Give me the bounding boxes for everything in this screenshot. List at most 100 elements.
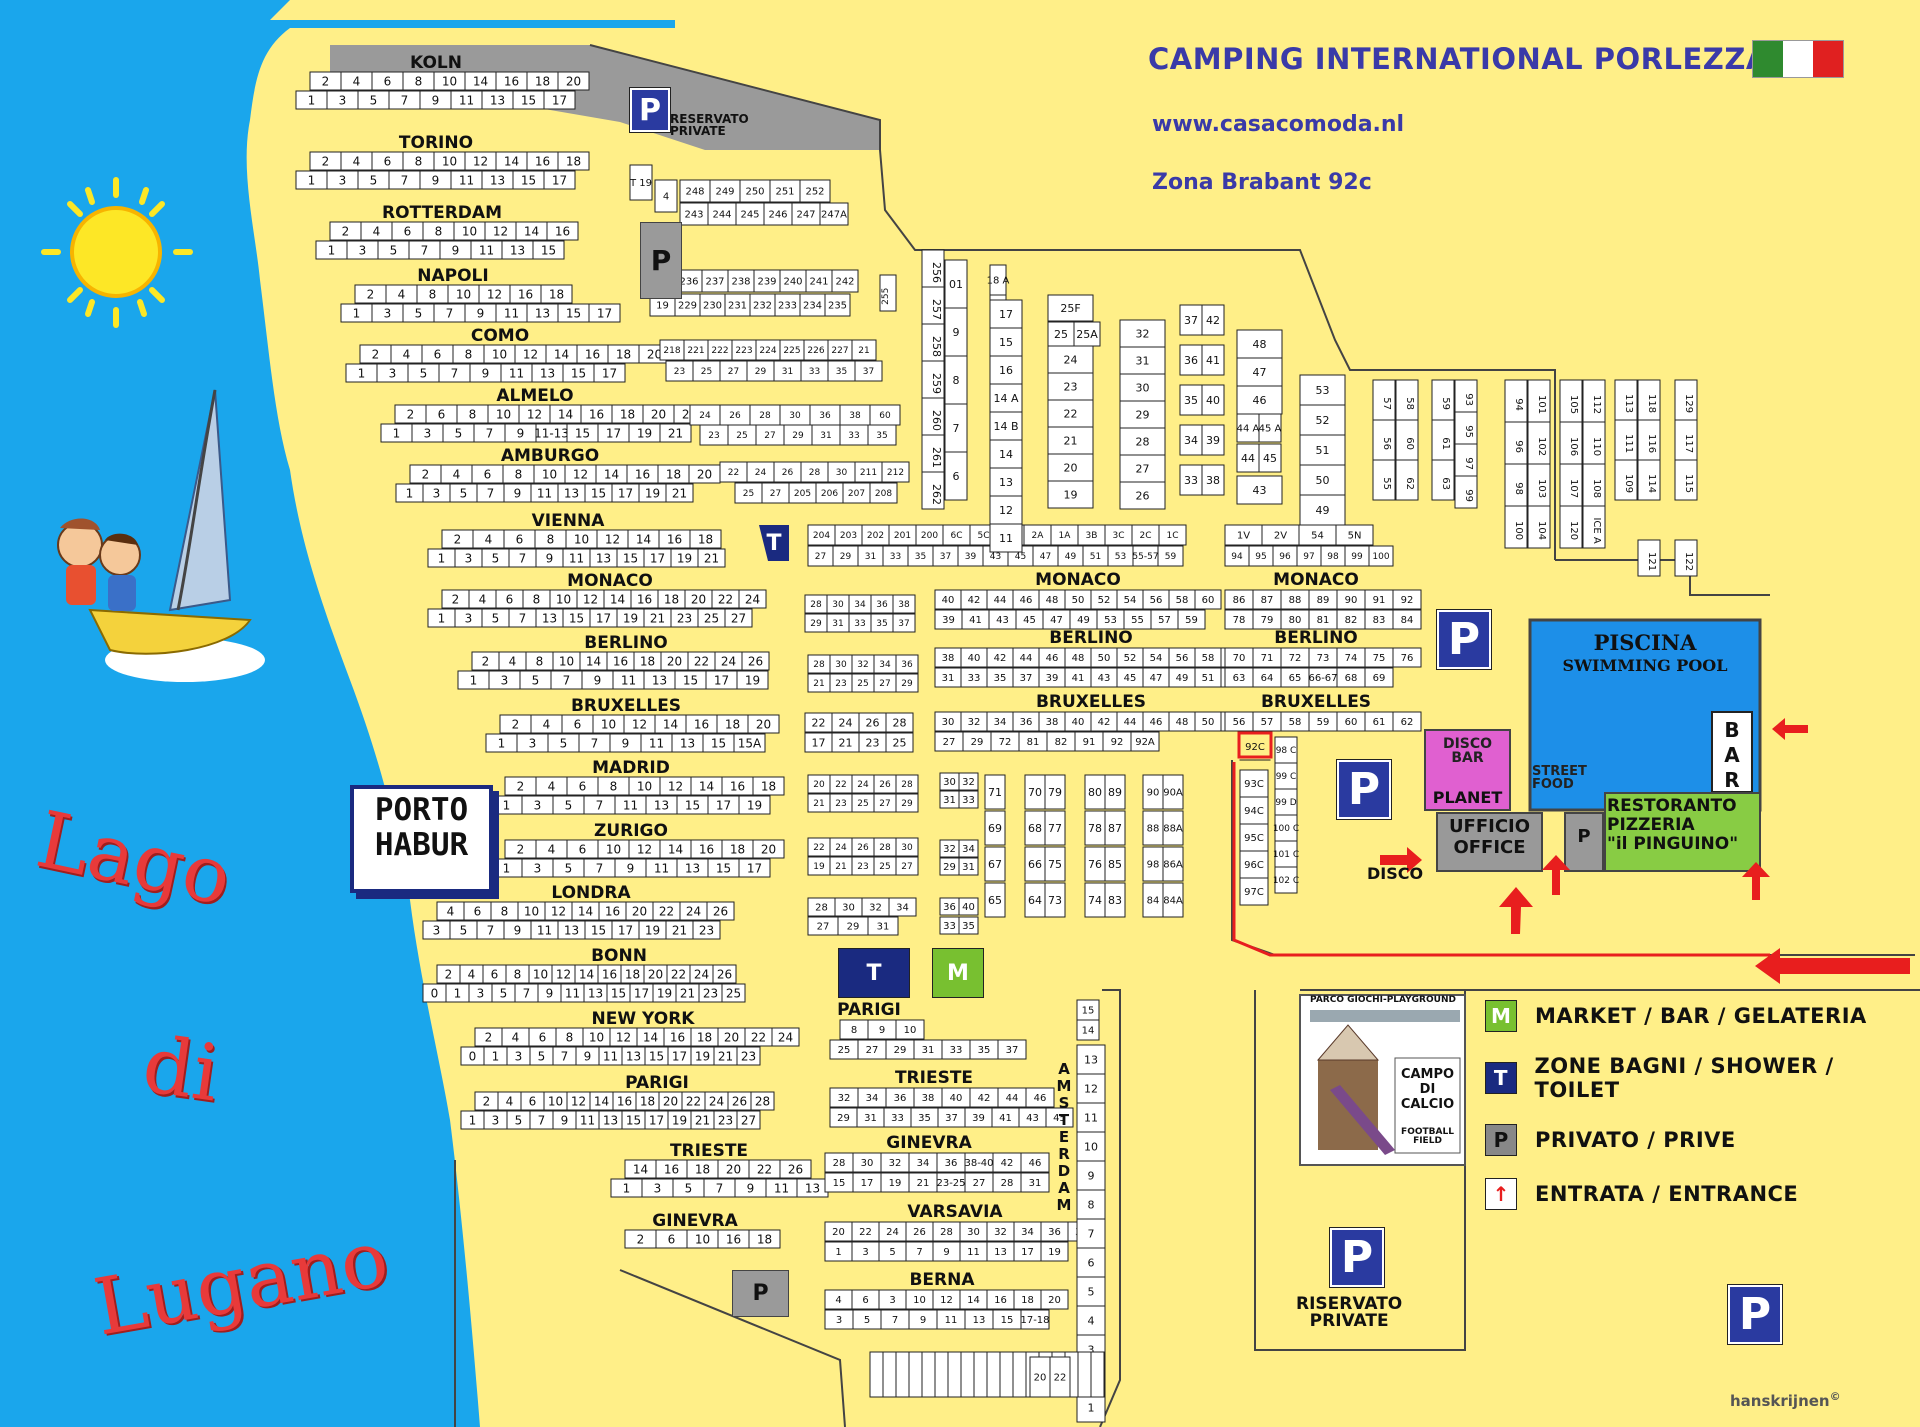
pitch-koln-cell[interactable]: [543, 90, 576, 110]
pitch-amburgo-cell[interactable]: [665, 483, 694, 503]
pitch-col-cell[interactable]: [1236, 475, 1283, 505]
pitch-north-cell[interactable]: [824, 293, 851, 317]
pitch-col-cell[interactable]: [1119, 373, 1166, 402]
pitch-berna-cell[interactable]: [1020, 1309, 1050, 1330]
pitch-col-cell[interactable]: [1299, 374, 1346, 406]
pitch-berna-strip[interactable]: [960, 1351, 975, 1398]
pitch-trieste-cell[interactable]: [1045, 1107, 1074, 1128]
pitch-monaco-cell[interactable]: [738, 589, 767, 609]
pitch-col-cell[interactable]: [1674, 459, 1698, 501]
pitch-col-cell[interactable]: [1201, 384, 1225, 416]
pitch-londra-cell[interactable]: [706, 901, 735, 921]
pitch-madrid-cell[interactable]: [738, 795, 771, 815]
pitch-bonn-cell[interactable]: [712, 964, 737, 984]
pitch-col-cell[interactable]: [989, 411, 1023, 441]
pitch-berna-strip[interactable]: [1090, 1351, 1105, 1398]
pitch-napoli-cell[interactable]: [588, 303, 621, 323]
pitch-berna-strip[interactable]: [934, 1351, 949, 1398]
pitch-col-cell[interactable]: [1299, 434, 1346, 466]
pitch-berlino-cell[interactable]: [736, 670, 769, 690]
pitch-varsavia-cell[interactable]: [1040, 1241, 1069, 1262]
pitch-berna-strip[interactable]: [973, 1351, 988, 1398]
pitch-berna-strip[interactable]: [895, 1351, 910, 1398]
pitch-ginevra-cell[interactable]: [748, 1229, 781, 1249]
pitch-rotterdam-cell[interactable]: [532, 240, 565, 260]
pitch-bruxelles-cell[interactable]: [747, 714, 780, 734]
pitch-zurigo-cell[interactable]: [738, 858, 771, 878]
pitch-berna-cell[interactable]: [1040, 1289, 1069, 1310]
pitch-north-cell[interactable]: [869, 482, 898, 504]
pitch-como-cell[interactable]: [593, 363, 626, 383]
pitch-north-cell[interactable]: [881, 461, 910, 483]
website-link[interactable]: www.casacomoda.nl: [1152, 112, 1405, 137]
pitch-col-cell[interactable]: [989, 495, 1023, 525]
pitch-east-cell[interactable]: [1335, 524, 1374, 546]
pitch-ginevra-cell[interactable]: [1020, 1172, 1050, 1193]
pitch-col-cell[interactable]: [1504, 505, 1528, 549]
pitch-parigi-cell[interactable]: [895, 1019, 925, 1040]
pitch-berna-strip[interactable]: [999, 1351, 1014, 1398]
pitch-berlino-cell[interactable]: [1364, 667, 1394, 688]
pitch-col-cell[interactable]: [989, 327, 1023, 357]
pitch-berna-strip[interactable]: [1012, 1351, 1027, 1398]
pitch-monaco-cell[interactable]: [1194, 589, 1222, 610]
pitch-col-cell[interactable]: [1637, 539, 1661, 577]
pitch-zurigo-cell[interactable]: [752, 839, 785, 859]
pitch-col-cell[interactable]: [1582, 505, 1606, 549]
pitch-col-cell[interactable]: [1119, 400, 1166, 429]
pitch-col-cell[interactable]: [1047, 426, 1094, 455]
pitch-col-cell[interactable]: [989, 383, 1023, 413]
pitch-col-cell[interactable]: [1047, 345, 1094, 374]
pitch-col-cell[interactable]: [1047, 294, 1094, 322]
pitch-ginevra-cell[interactable]: [1020, 1152, 1050, 1173]
pitch-col-cell[interactable]: [1637, 459, 1661, 501]
pitch-berna-strip[interactable]: [1077, 1351, 1092, 1398]
pitch-madrid-cell[interactable]: [752, 776, 785, 796]
pitch-vienna-cell[interactable]: [689, 529, 722, 549]
pitch-col-cell[interactable]: [1527, 505, 1551, 549]
pitch-col-cell[interactable]: [1372, 459, 1396, 501]
pitch-monaco-cell[interactable]: [1177, 609, 1206, 630]
pitch-torino-cell[interactable]: [543, 170, 576, 190]
pitch-berlino-cell[interactable]: [1392, 647, 1422, 668]
pitch-north-cell[interactable]: [1157, 545, 1184, 567]
pitch-col-cell[interactable]: [1119, 481, 1166, 510]
pitch-col-cell[interactable]: [1431, 459, 1455, 501]
pitch-berna-strip[interactable]: [986, 1351, 1001, 1398]
pitch-col-cell[interactable]: [1201, 344, 1225, 376]
pitch-south-cell[interactable]: [892, 594, 916, 614]
pitch-trieste-cell[interactable]: [779, 1159, 812, 1179]
pitch-bruxelles-cell[interactable]: [733, 733, 766, 753]
pitch-almelo-cell[interactable]: [659, 423, 692, 443]
pitch-col-cell[interactable]: [989, 467, 1023, 497]
pitch-parigi-cell[interactable]: [750, 1091, 775, 1111]
pitch-north-cell[interactable]: [851, 339, 877, 361]
pitch-torino-cell[interactable]: [557, 151, 590, 171]
pitch-north-cell[interactable]: [799, 179, 831, 203]
pitch-col-cell[interactable]: [989, 355, 1023, 385]
pitch-north-cell[interactable]: [867, 424, 897, 446]
pitch-berlino-cell[interactable]: [741, 651, 770, 671]
pitch-col-cell[interactable]: [1201, 304, 1225, 336]
pitch-col-cell[interactable]: [1201, 424, 1225, 456]
pitch-bruxelles-cell[interactable]: [1392, 711, 1422, 732]
pitch-berna-strip[interactable]: [947, 1351, 962, 1398]
pitch-col-cell[interactable]: [1119, 454, 1166, 483]
pitch-col-cell[interactable]: [1236, 385, 1283, 415]
pitch-new-york-cell[interactable]: [771, 1027, 800, 1047]
pitch-koln-cell[interactable]: [557, 71, 590, 91]
pitch-col-cell[interactable]: [1258, 443, 1282, 473]
pitch-col-cell[interactable]: [989, 523, 1023, 553]
pitch-north-cell[interactable]: [879, 274, 897, 312]
pitch-berna-strip[interactable]: [882, 1351, 897, 1398]
pitch-bruxelles-cell[interactable]: [1130, 731, 1160, 752]
pitch-monaco-cell[interactable]: [1392, 589, 1422, 610]
pitch-north-cell[interactable]: [854, 360, 883, 382]
pitch-berna-strip[interactable]: [908, 1351, 923, 1398]
pitch-col-cell[interactable]: [989, 439, 1023, 469]
pitch-col-cell[interactable]: [1119, 346, 1166, 375]
pitch-col-cell[interactable]: [1201, 464, 1225, 496]
pitch-north-cell[interactable]: [1158, 524, 1187, 546]
pitch-east-cell[interactable]: [1368, 545, 1394, 567]
pitch-col-cell[interactable]: [944, 451, 968, 501]
